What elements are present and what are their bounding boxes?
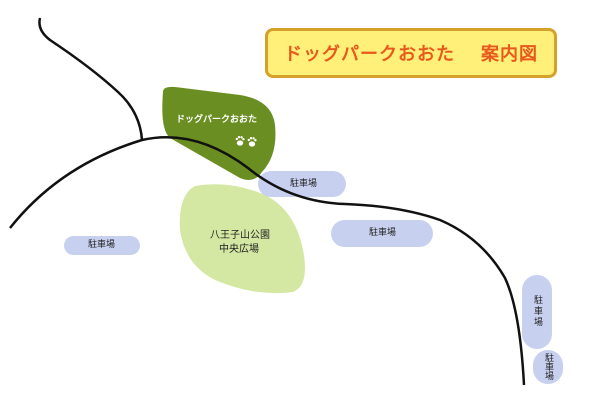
- central-plaza-label-line1: 八王子山公園: [210, 230, 270, 241]
- road-upper[interactable]: [38, 17, 144, 141]
- parking-label-near-dogpark: 駐車場: [290, 179, 318, 189]
- dog-park-label: ドッグパークおおた: [176, 115, 258, 125]
- parking-label-left: 駐車場: [88, 240, 116, 250]
- dog-park-area[interactable]: [162, 86, 276, 180]
- central-plaza-area[interactable]: [179, 184, 306, 294]
- title-sub: 案内図: [481, 44, 538, 65]
- title-banner: ドッグパークおおた 案内図: [265, 28, 557, 78]
- parking-lot-left[interactable]: [64, 236, 140, 255]
- title-main: ドッグパークおおた: [284, 44, 455, 65]
- paw-print-icon: [235, 136, 257, 147]
- parking-lot-near-dogpark[interactable]: [258, 171, 346, 197]
- parking-label-bottom-right-vertical: 駐車場: [543, 353, 553, 380]
- parking-lot-center-right[interactable]: [331, 220, 433, 247]
- parking-label-center-right: 駐車場: [369, 228, 397, 238]
- parking-lot-bottom-right[interactable]: [533, 350, 563, 384]
- central-plaza-label-line2: 中央広場: [219, 244, 259, 255]
- road-main[interactable]: [9, 136, 526, 386]
- parking-lot-right-vertical[interactable]: [522, 275, 552, 349]
- parking-label-right-vertical: 駐車場: [532, 295, 542, 328]
